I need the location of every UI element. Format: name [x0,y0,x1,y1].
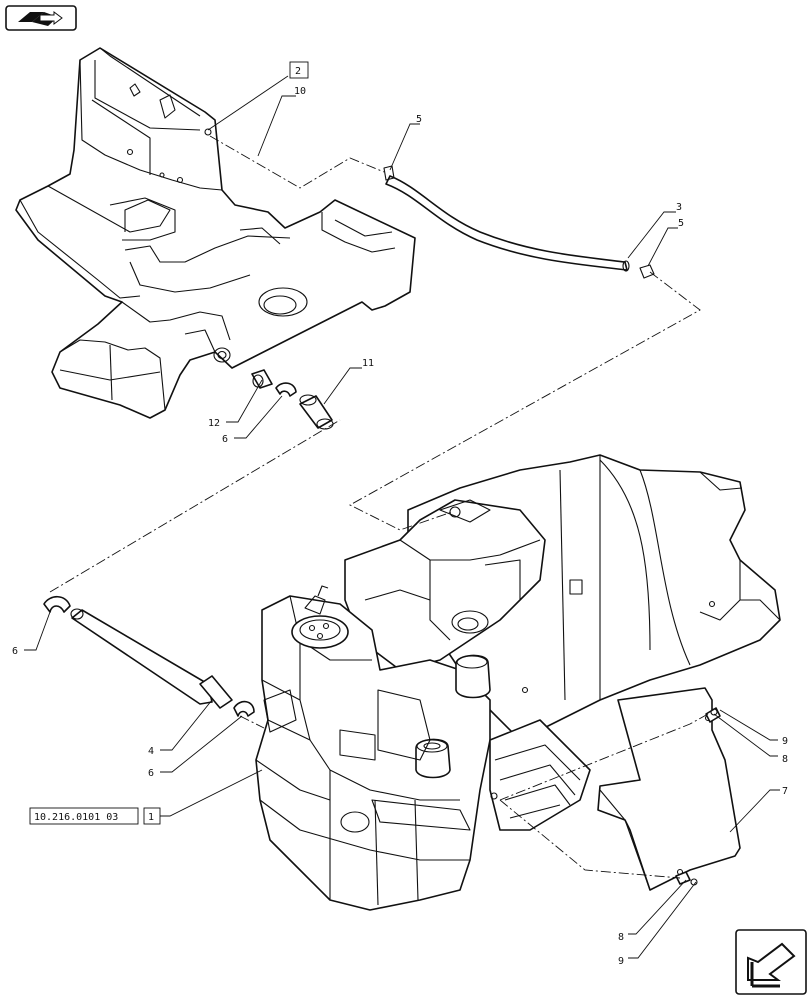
callout-6-upper[interactable]: 6 [222,434,228,445]
callout-7[interactable]: 7 [782,786,788,797]
callout-11[interactable]: 11 [362,358,374,369]
callout-9-lower[interactable]: 9 [618,956,624,967]
callout-4[interactable]: 4 [148,746,154,757]
fitting-parts [251,369,334,430]
callout-5-lower[interactable]: 5 [678,218,684,229]
reference-code-text: 10.216.0101 03 [34,812,118,823]
hose-clamp-part [383,165,655,279]
next-page-arrow-icon[interactable] [735,929,807,995]
hydraulic-tank-part [15,47,416,419]
book-arrow-icon[interactable] [5,5,77,31]
callout-6-left[interactable]: 6 [12,646,18,657]
callout-9-upper[interactable]: 9 [782,736,788,747]
callout-12[interactable]: 12 [208,418,220,429]
reference-code-link[interactable]: 10.216.0101 03 [29,807,139,825]
connection-lines [49,135,709,879]
callout-3[interactable]: 3 [676,202,682,213]
callout-6-lower[interactable]: 6 [148,768,154,779]
hose-part [385,175,630,272]
screw-parts [675,707,721,886]
callout-10[interactable]: 10 [294,86,306,97]
callout-1[interactable]: 1 [143,807,161,825]
callout-2[interactable]: 2 [289,61,309,79]
shield-panel-part [597,687,741,891]
callout-2-label: 2 [295,66,301,77]
callout-5-upper[interactable]: 5 [416,114,422,125]
callout-8-lower[interactable]: 8 [618,932,624,943]
fuel-tank-assembly-part [255,454,781,911]
leader-lines [24,75,780,959]
pipe-part [43,595,255,717]
callout-1-label: 1 [148,812,154,823]
callout-8-upper[interactable]: 8 [782,754,788,765]
